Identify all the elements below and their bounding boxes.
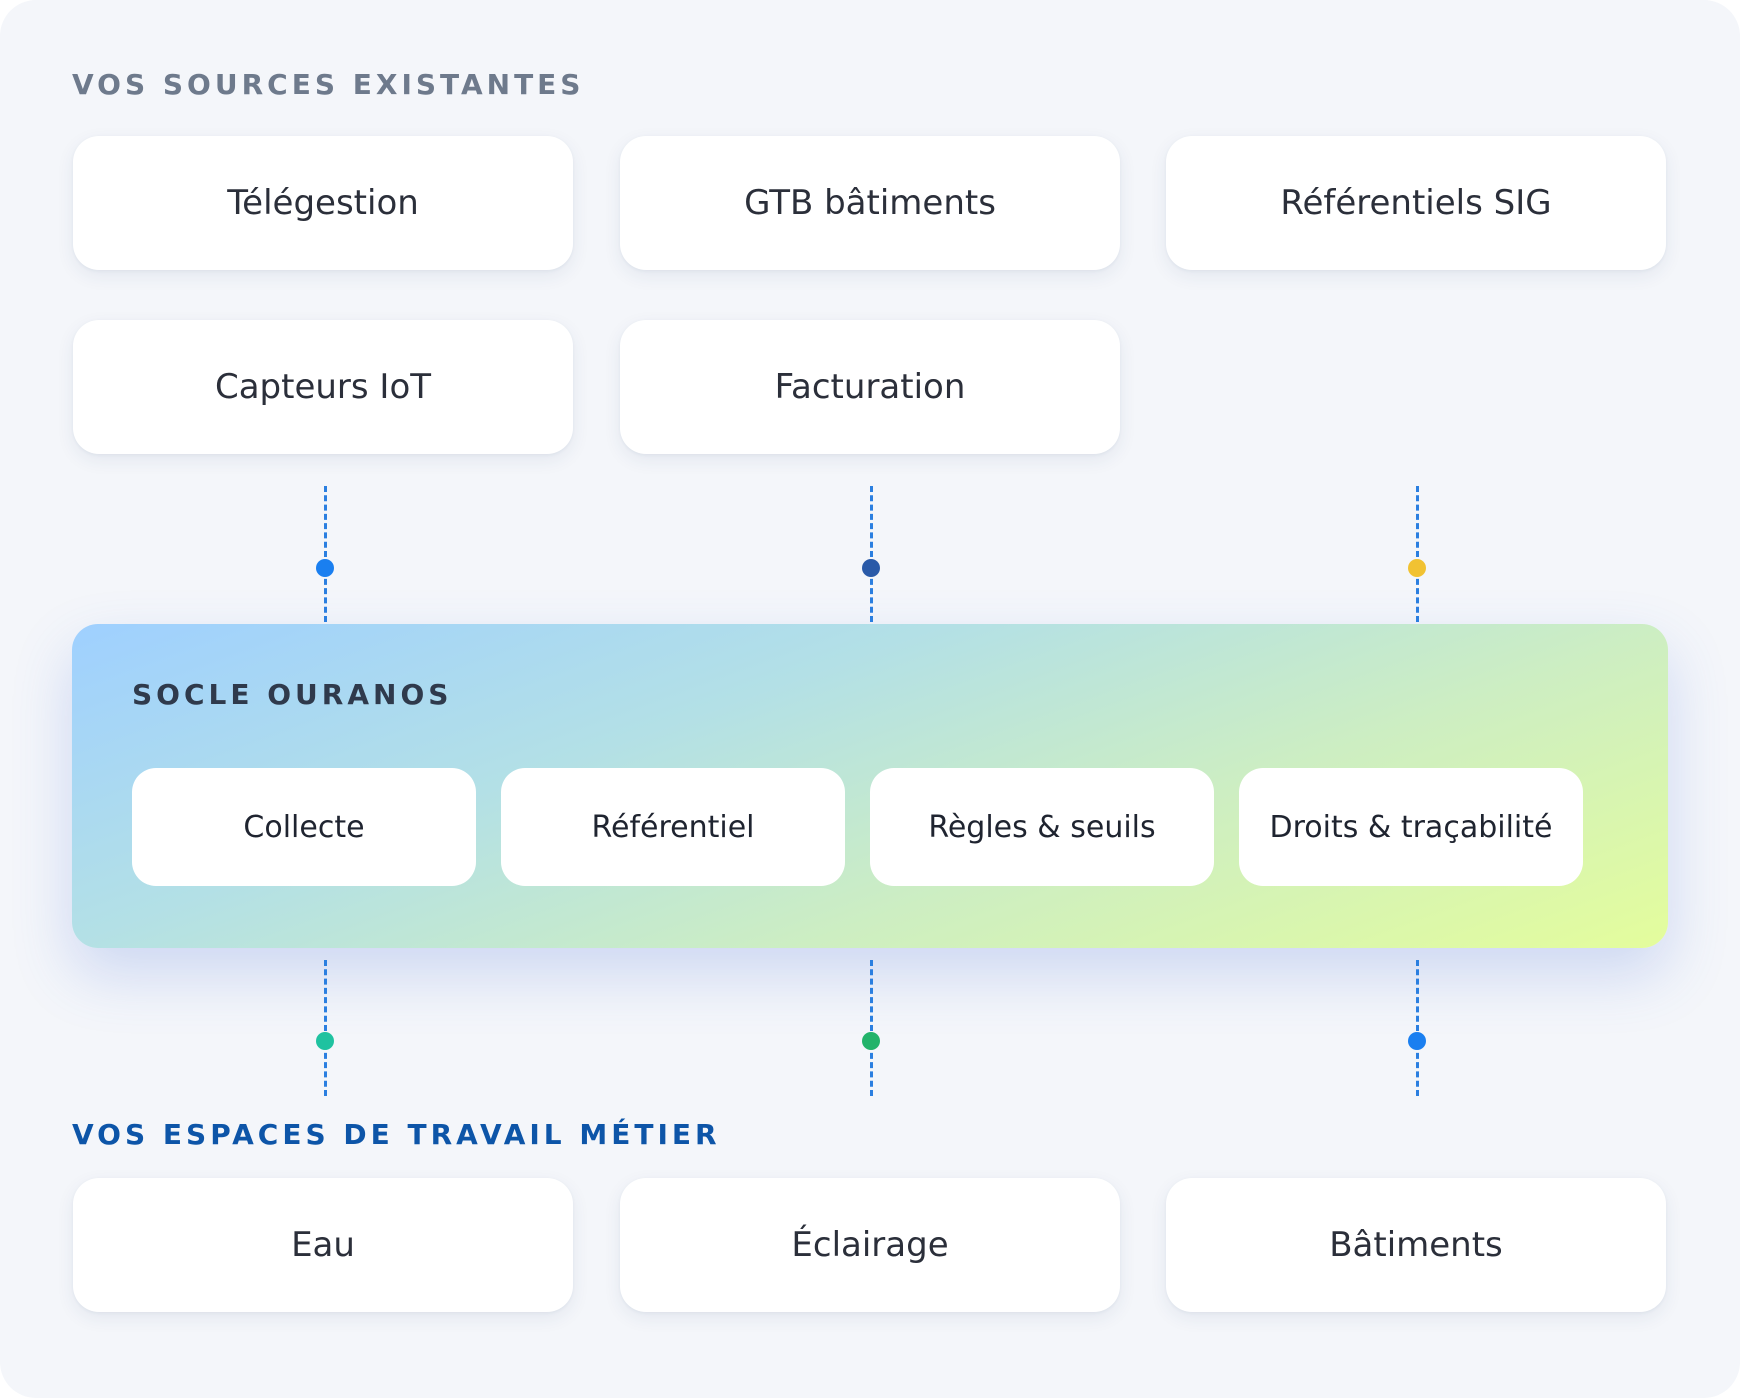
workspace-card-batiments[interactable]: Bâtiments — [1166, 1178, 1666, 1312]
connector-line-top-3 — [1416, 486, 1419, 622]
connector-line-bottom-3 — [1416, 960, 1419, 1096]
core-platform-panel: SOCLE OURANOS Collecte Référentiel Règle… — [72, 624, 1668, 948]
connector-line-top-2 — [870, 486, 873, 622]
sources-section-title: VOS SOURCES EXISTANTES — [72, 68, 585, 101]
source-card-facturation[interactable]: Facturation — [620, 320, 1120, 454]
workspaces-section-title: VOS ESPACES DE TRAVAIL MÉTIER — [72, 1118, 721, 1151]
connector-line-bottom-2 — [870, 960, 873, 1096]
connector-dot-top-3 — [1408, 559, 1426, 577]
workspace-card-eau[interactable]: Eau — [73, 1178, 573, 1312]
connector-line-bottom-1 — [324, 960, 327, 1096]
connector-dot-top-2 — [862, 559, 880, 577]
source-card-telegestion[interactable]: Télégestion — [73, 136, 573, 270]
core-module-referentiel[interactable]: Référentiel — [501, 768, 845, 886]
core-module-regles-seuils[interactable]: Règles & seuils — [870, 768, 1214, 886]
connector-dot-bottom-2 — [862, 1032, 880, 1050]
connector-line-top-1 — [324, 486, 327, 622]
connector-dot-top-1 — [316, 559, 334, 577]
workspace-card-eclairage[interactable]: Éclairage — [620, 1178, 1120, 1312]
connector-dot-bottom-3 — [1408, 1032, 1426, 1050]
source-card-referentiels-sig[interactable]: Référentiels SIG — [1166, 136, 1666, 270]
source-card-capteurs-iot[interactable]: Capteurs IoT — [73, 320, 573, 454]
core-module-collecte[interactable]: Collecte — [132, 768, 476, 886]
core-module-droits-tracabilite[interactable]: Droits & traçabilité — [1239, 768, 1583, 886]
connector-dot-bottom-1 — [316, 1032, 334, 1050]
source-card-gtb-batiments[interactable]: GTB bâtiments — [620, 136, 1120, 270]
core-platform-title: SOCLE OURANOS — [132, 678, 453, 711]
